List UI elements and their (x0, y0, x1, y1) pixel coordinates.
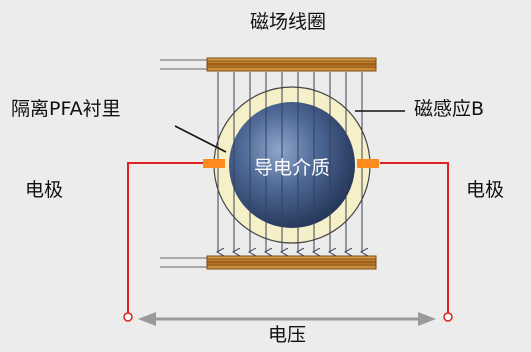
liner-leader-line (174, 125, 227, 153)
liner-label: 隔离PFA衬里 (11, 98, 121, 120)
medium-label: 导电介质 (254, 157, 331, 179)
voltage-label: 电压 (268, 324, 307, 346)
top-coil-windings (207, 60, 376, 68)
conductive-medium (229, 102, 355, 228)
bottom-coil-windings (207, 258, 376, 266)
left-electrode (123, 159, 225, 322)
voltage-arrow (138, 312, 436, 326)
bottom-coil (160, 255, 377, 270)
top-coil (160, 57, 377, 72)
induction-label: 磁感应B (414, 98, 485, 120)
electrode-left-label: 电极 (25, 179, 64, 201)
coil-label: 磁场线圈 (250, 11, 327, 33)
electrode-right-label: 电极 (466, 179, 505, 201)
right-electrode (357, 159, 453, 322)
